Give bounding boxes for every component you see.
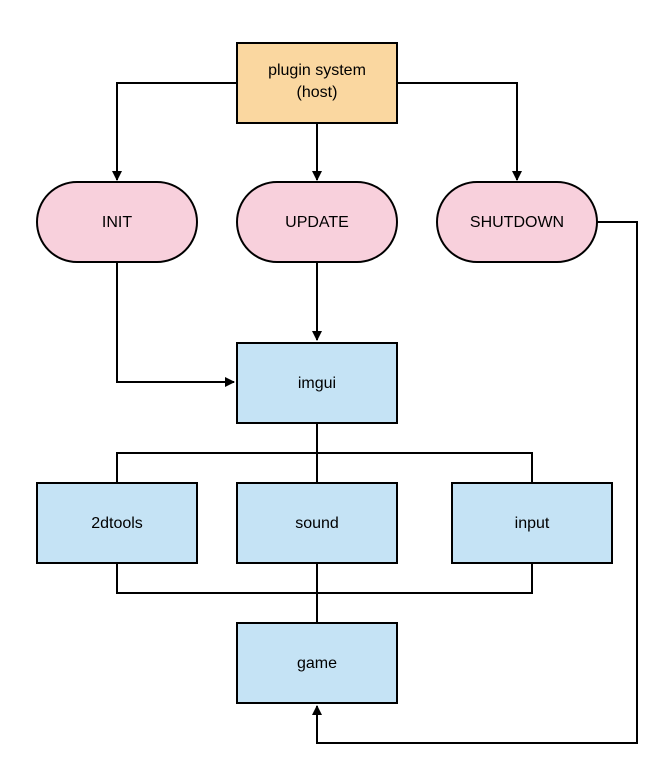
imgui-label: imgui [298, 375, 336, 392]
shutdown-node: SHUTDOWN [436, 181, 598, 263]
2dtools-node: 2dtools [36, 482, 198, 564]
sound-node: sound [236, 482, 398, 564]
2dtools-label: 2dtools [91, 515, 143, 532]
plugin-system-label: plugin system [268, 62, 366, 79]
host-label: (host) [297, 84, 338, 101]
init-label: INIT [102, 214, 132, 231]
shutdown-label: SHUTDOWN [470, 214, 564, 231]
game-label: game [297, 655, 337, 672]
edge-modules-to-game [116, 563, 533, 623]
sound-label: sound [295, 515, 339, 532]
edge-host-to-shutdown [397, 82, 522, 181]
update-node: UPDATE [236, 181, 398, 263]
edge-host-to-init [112, 82, 237, 181]
input-node: input [451, 482, 613, 564]
input-label: input [515, 515, 550, 532]
game-node: game [236, 622, 398, 704]
plugin-system-host-node: plugin system (host) [236, 42, 398, 124]
edge-shutdown-to-game [312, 221, 638, 744]
update-label: UPDATE [285, 214, 349, 231]
edge-init-to-imgui [116, 263, 235, 387]
edge-imgui-to-modules [116, 423, 533, 483]
init-node: INIT [36, 181, 198, 263]
imgui-node: imgui [236, 342, 398, 424]
